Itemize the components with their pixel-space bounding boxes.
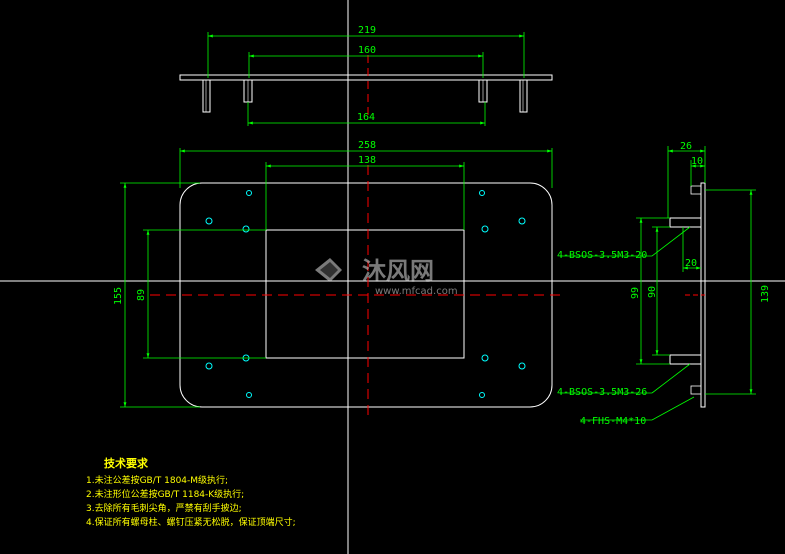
technical-notes: 技术要求 1.未注公差按GB/T 1804-M级执行; 2.未注形位公差按GB/…: [86, 456, 296, 528]
watermark-url: www.mfcad.com: [375, 286, 458, 297]
top-view: 219 160 164: [179, 25, 553, 126]
dim-front-height: 155: [113, 287, 124, 305]
dim-front-window-height: 89: [136, 289, 147, 301]
mount-hole: [246, 190, 252, 196]
mount-hole: [205, 217, 213, 225]
callout-standoff-bottom: 4-BSOS-3.5M3-26: [557, 387, 647, 398]
callout-standoff-top: 4-BSOS-3.5M3-20: [557, 250, 647, 261]
dim-front-width: 258: [358, 140, 376, 151]
mount-hole: [205, 362, 213, 370]
front-view: 258 138 155 89: [113, 140, 560, 420]
note-item: 4.保证所有螺母柱、螺钉压紧无松脱，保证顶端尺寸;: [86, 516, 296, 528]
dim-top-bottom: 164: [357, 112, 375, 123]
mfcad-logo-icon: [315, 258, 342, 282]
side-view-bracket-bottom: [669, 354, 702, 365]
note-item: 3.去除所有毛刺尖角，严禁有刮手披边;: [86, 502, 242, 514]
dim-side-small: 10: [691, 156, 703, 167]
note-item: 1.未注公差按GB/T 1804-M级执行;: [86, 474, 228, 486]
dim-side-h2: 90: [647, 286, 658, 298]
side-view: 26 10 20 99 90 139 4-BSOS-3.5M3-20 4-BSO…: [557, 141, 771, 427]
note-item: 2.未注形位公差按GB/T 1184-K级执行;: [86, 488, 244, 500]
top-view-post-1: [202, 79, 211, 113]
notes-title: 技术要求: [104, 456, 149, 470]
side-view-bracket-top: [669, 217, 702, 228]
mount-hole: [518, 217, 526, 225]
watermark: 沐风网 www.mfcad.com: [315, 257, 458, 297]
dim-front-window-width: 138: [358, 155, 376, 166]
mount-hole: [242, 225, 250, 233]
top-view-plate: [179, 74, 553, 81]
mount-hole: [518, 362, 526, 370]
dim-side-h1: 99: [630, 287, 641, 299]
callout-screw: 4-FHS-M4*10: [580, 416, 646, 427]
watermark-brand: 沐风网: [362, 257, 434, 285]
front-view-window: [265, 229, 465, 359]
mount-hole: [246, 392, 252, 398]
mount-hole: [481, 225, 489, 233]
mount-hole: [481, 354, 489, 362]
top-view-post-4: [519, 79, 528, 113]
dim-side-flange: 20: [685, 258, 697, 269]
dim-top-inner: 160: [358, 45, 376, 56]
dim-top-overall: 219: [358, 25, 376, 36]
mount-hole: [479, 392, 485, 398]
dim-side-depth: 26: [680, 141, 692, 152]
mount-hole: [479, 190, 485, 196]
dim-side-h3: 139: [760, 285, 771, 303]
